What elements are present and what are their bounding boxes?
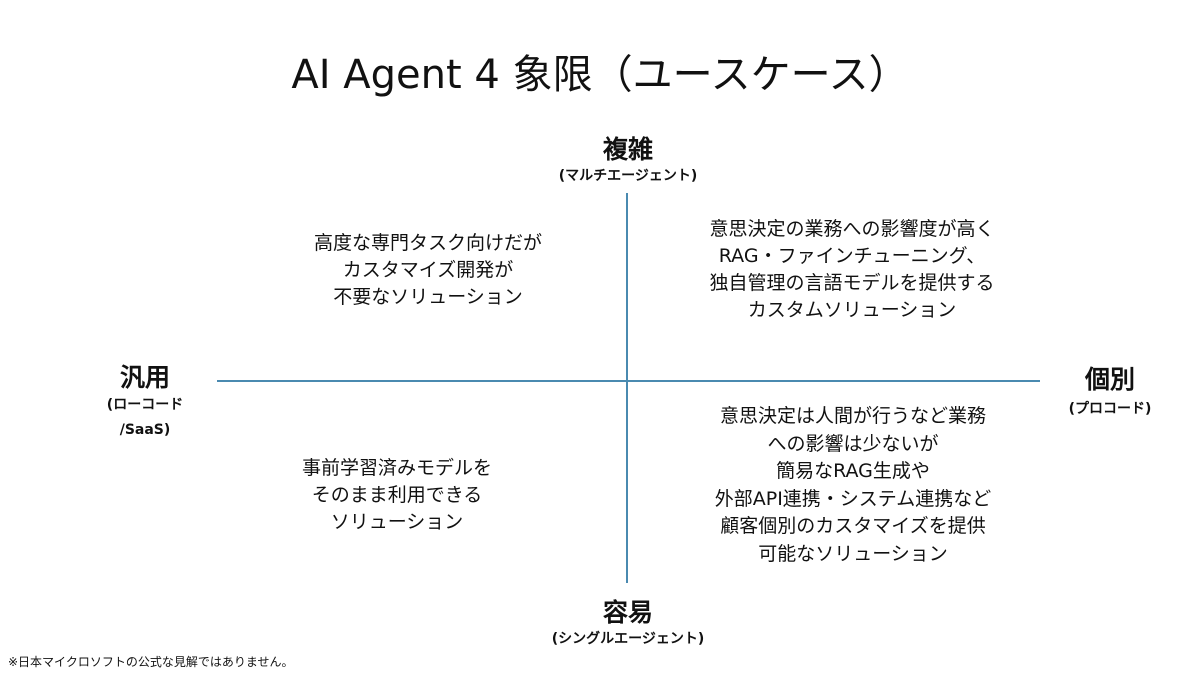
quadrant-line: 簡易なRAG生成や [776,460,930,482]
quadrant-top-left: 高度な専門タスク向けだが カスタマイズ開発が 不要なソリューション [278,230,578,311]
axis-label-right: 個別 (プロコード) [1045,365,1175,423]
quadrant-line: 不要なソリューション [333,286,523,308]
quadrant-line: RAG・ファインチューニング、 [718,245,986,267]
axis-right-sub: (プロコード) [1068,401,1152,417]
quadrant-bottom-left: 事前学習済みモデルを そのまま利用できる ソリューション [247,455,547,536]
quadrant-line: 意思決定の業務への影響度が高く [709,218,995,240]
quadrant-line: カスタマイズ開発が [342,259,514,281]
quadrant-line: 独自管理の言語モデルを提供する [709,272,995,294]
axis-left-title: 汎用 [119,363,170,392]
quadrant-line: への影響は少ないが [767,432,939,455]
quadrant-line: 顧客個別のカスタマイズを提供 [720,515,986,537]
footnote: ※日本マイクロソフトの公式な見解ではありません。 [8,655,294,669]
axis-bottom-title: 容易 [602,598,653,627]
quadrant-line: 高度な専門タスク向けだが [313,232,542,254]
vertical-axis [626,193,628,583]
axis-bottom-sub: (シングルエージェント) [551,631,705,647]
quadrant-line: ソリューション [330,511,464,533]
quadrant-line: カスタムソリューション [747,299,957,321]
axis-left-sub1: (ローコード [106,397,184,413]
quadrant-bottom-right: 意思決定は人間が行うなど業務 への影響は少ないが 簡易なRAG生成や 外部API… [653,403,1053,568]
axis-label-left: 汎用 (ローコード /SaaS) [75,363,215,443]
quadrant-line: そのまま利用できる [311,484,483,506]
horizontal-axis [217,380,1040,382]
axis-top-title: 複雑 [602,135,653,164]
axis-top-sub: (マルチエージェント) [558,168,698,184]
quadrant-line: 事前学習済みモデルを [301,457,492,479]
axis-left-sub2: /SaaS) [119,422,171,438]
quadrant-top-right: 意思決定の業務への影響度が高く RAG・ファインチューニング、 独自管理の言語モ… [652,216,1052,324]
quadrant-line: 可能なソリューション [758,542,948,565]
quadrant-line: 外部API連携・システム連携など [714,487,992,510]
quadrant-line: 意思決定は人間が行うなど業務 [719,405,986,427]
axis-right-title: 個別 [1084,365,1135,394]
axis-label-bottom: 容易 (シングルエージェント) [478,598,778,650]
slide-title: AI Agent 4 象限（ユースケース） [291,52,909,98]
axis-label-top: 複雑 (マルチエージェント) [478,135,778,187]
